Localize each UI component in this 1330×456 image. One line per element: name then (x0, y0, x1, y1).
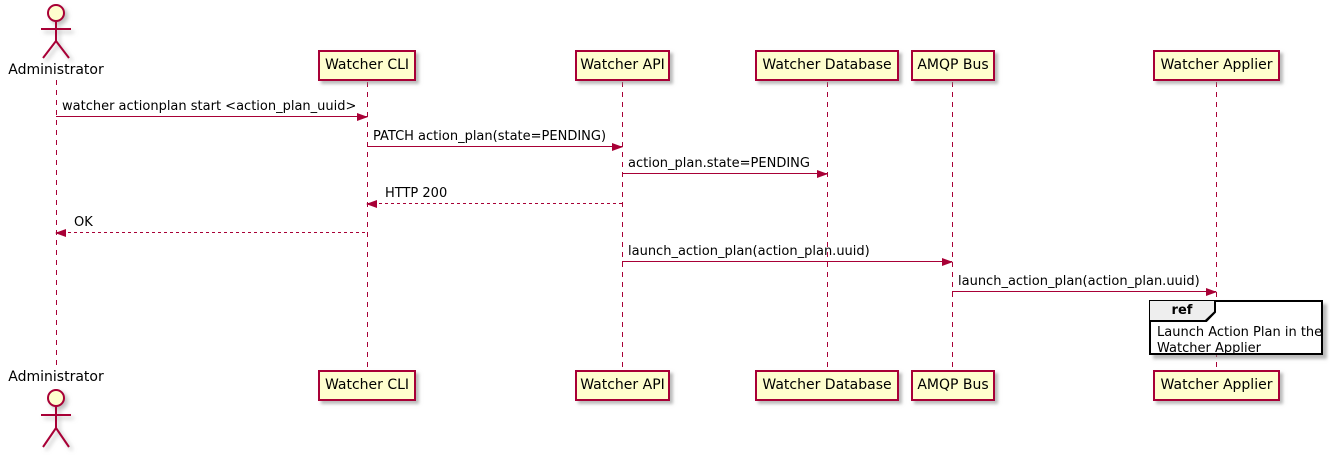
ref-fragment: ref Launch Action Plan in the Watcher Ap… (1149, 300, 1323, 357)
message-line (622, 261, 952, 262)
message-state-pending: action_plan.state=PENDING (622, 155, 828, 178)
message-launch-action-plan-applier: launch_action_plan(action_plan.uuid) (952, 273, 1217, 296)
lifeline-watcher-database (827, 82, 828, 370)
lifeline-watcher-applier (1216, 82, 1217, 370)
arrowhead-right-icon (942, 258, 953, 266)
message-label: OK (74, 215, 93, 230)
participant-watcher-applier-top: Watcher Applier (1153, 50, 1280, 81)
participant-watcher-api-top: Watcher API (575, 50, 670, 81)
actor-label-bottom: Administrator (8, 369, 104, 385)
participant-watcher-cli-top: Watcher CLI (318, 50, 416, 81)
arrowhead-left-icon (366, 200, 377, 208)
lifeline-watcher-api (622, 82, 623, 370)
administrator-actor-icon-bottom (41, 389, 71, 448)
actor-label-top: Administrator (8, 62, 104, 78)
arrowhead-left-icon (55, 229, 66, 237)
message-launch-action-plan-amqp: launch_action_plan(action_plan.uuid) (622, 243, 953, 266)
message-label: launch_action_plan(action_plan.uuid) (628, 244, 870, 259)
ref-text-line1: Launch Action Plan in the (1157, 325, 1323, 340)
administrator-actor-icon-top (41, 4, 71, 59)
participant-watcher-cli-bottom: Watcher CLI (318, 370, 416, 401)
message-line (367, 146, 622, 147)
ref-text: Launch Action Plan in the Watcher Applie… (1157, 325, 1323, 357)
lifeline-amqp-bus (952, 82, 953, 370)
message-line (56, 116, 367, 117)
message-line (952, 291, 1216, 292)
message-patch-action-plan: PATCH action_plan(state=PENDING) (367, 128, 623, 151)
participant-amqp-bus-bottom: AMQP Bus (911, 370, 995, 401)
participant-watcher-api-bottom: Watcher API (575, 370, 670, 401)
message-line (56, 232, 367, 233)
message-line (367, 203, 622, 204)
message-label: watcher actionplan start <action_plan_uu… (62, 99, 357, 114)
message-line (622, 173, 827, 174)
message-actionplan-start: watcher actionplan start <action_plan_uu… (56, 98, 368, 121)
participant-watcher-database-bottom: Watcher Database (755, 370, 899, 401)
message-label: PATCH action_plan(state=PENDING) (373, 129, 607, 144)
arrowhead-right-icon (1206, 288, 1217, 296)
participant-watcher-database-top: Watcher Database (755, 50, 899, 81)
message-label: HTTP 200 (385, 186, 448, 201)
lifeline-administrator (56, 80, 57, 369)
participant-amqp-bus-top: AMQP Bus (911, 50, 995, 81)
ref-text-line2: Watcher Applier (1157, 341, 1261, 356)
message-label: action_plan.state=PENDING (628, 156, 810, 171)
message-label: launch_action_plan(action_plan.uuid) (958, 274, 1200, 289)
ref-keyword: ref (1150, 301, 1214, 320)
message-http-200: HTTP 200 (366, 185, 622, 208)
ref-tab: ref (1150, 301, 1216, 322)
arrowhead-right-icon (357, 113, 368, 121)
arrowhead-right-icon (612, 143, 623, 151)
message-ok: OK (55, 214, 367, 237)
participant-watcher-applier-bottom: Watcher Applier (1153, 370, 1280, 401)
lifeline-watcher-cli (367, 82, 368, 370)
arrowhead-right-icon (817, 170, 828, 178)
